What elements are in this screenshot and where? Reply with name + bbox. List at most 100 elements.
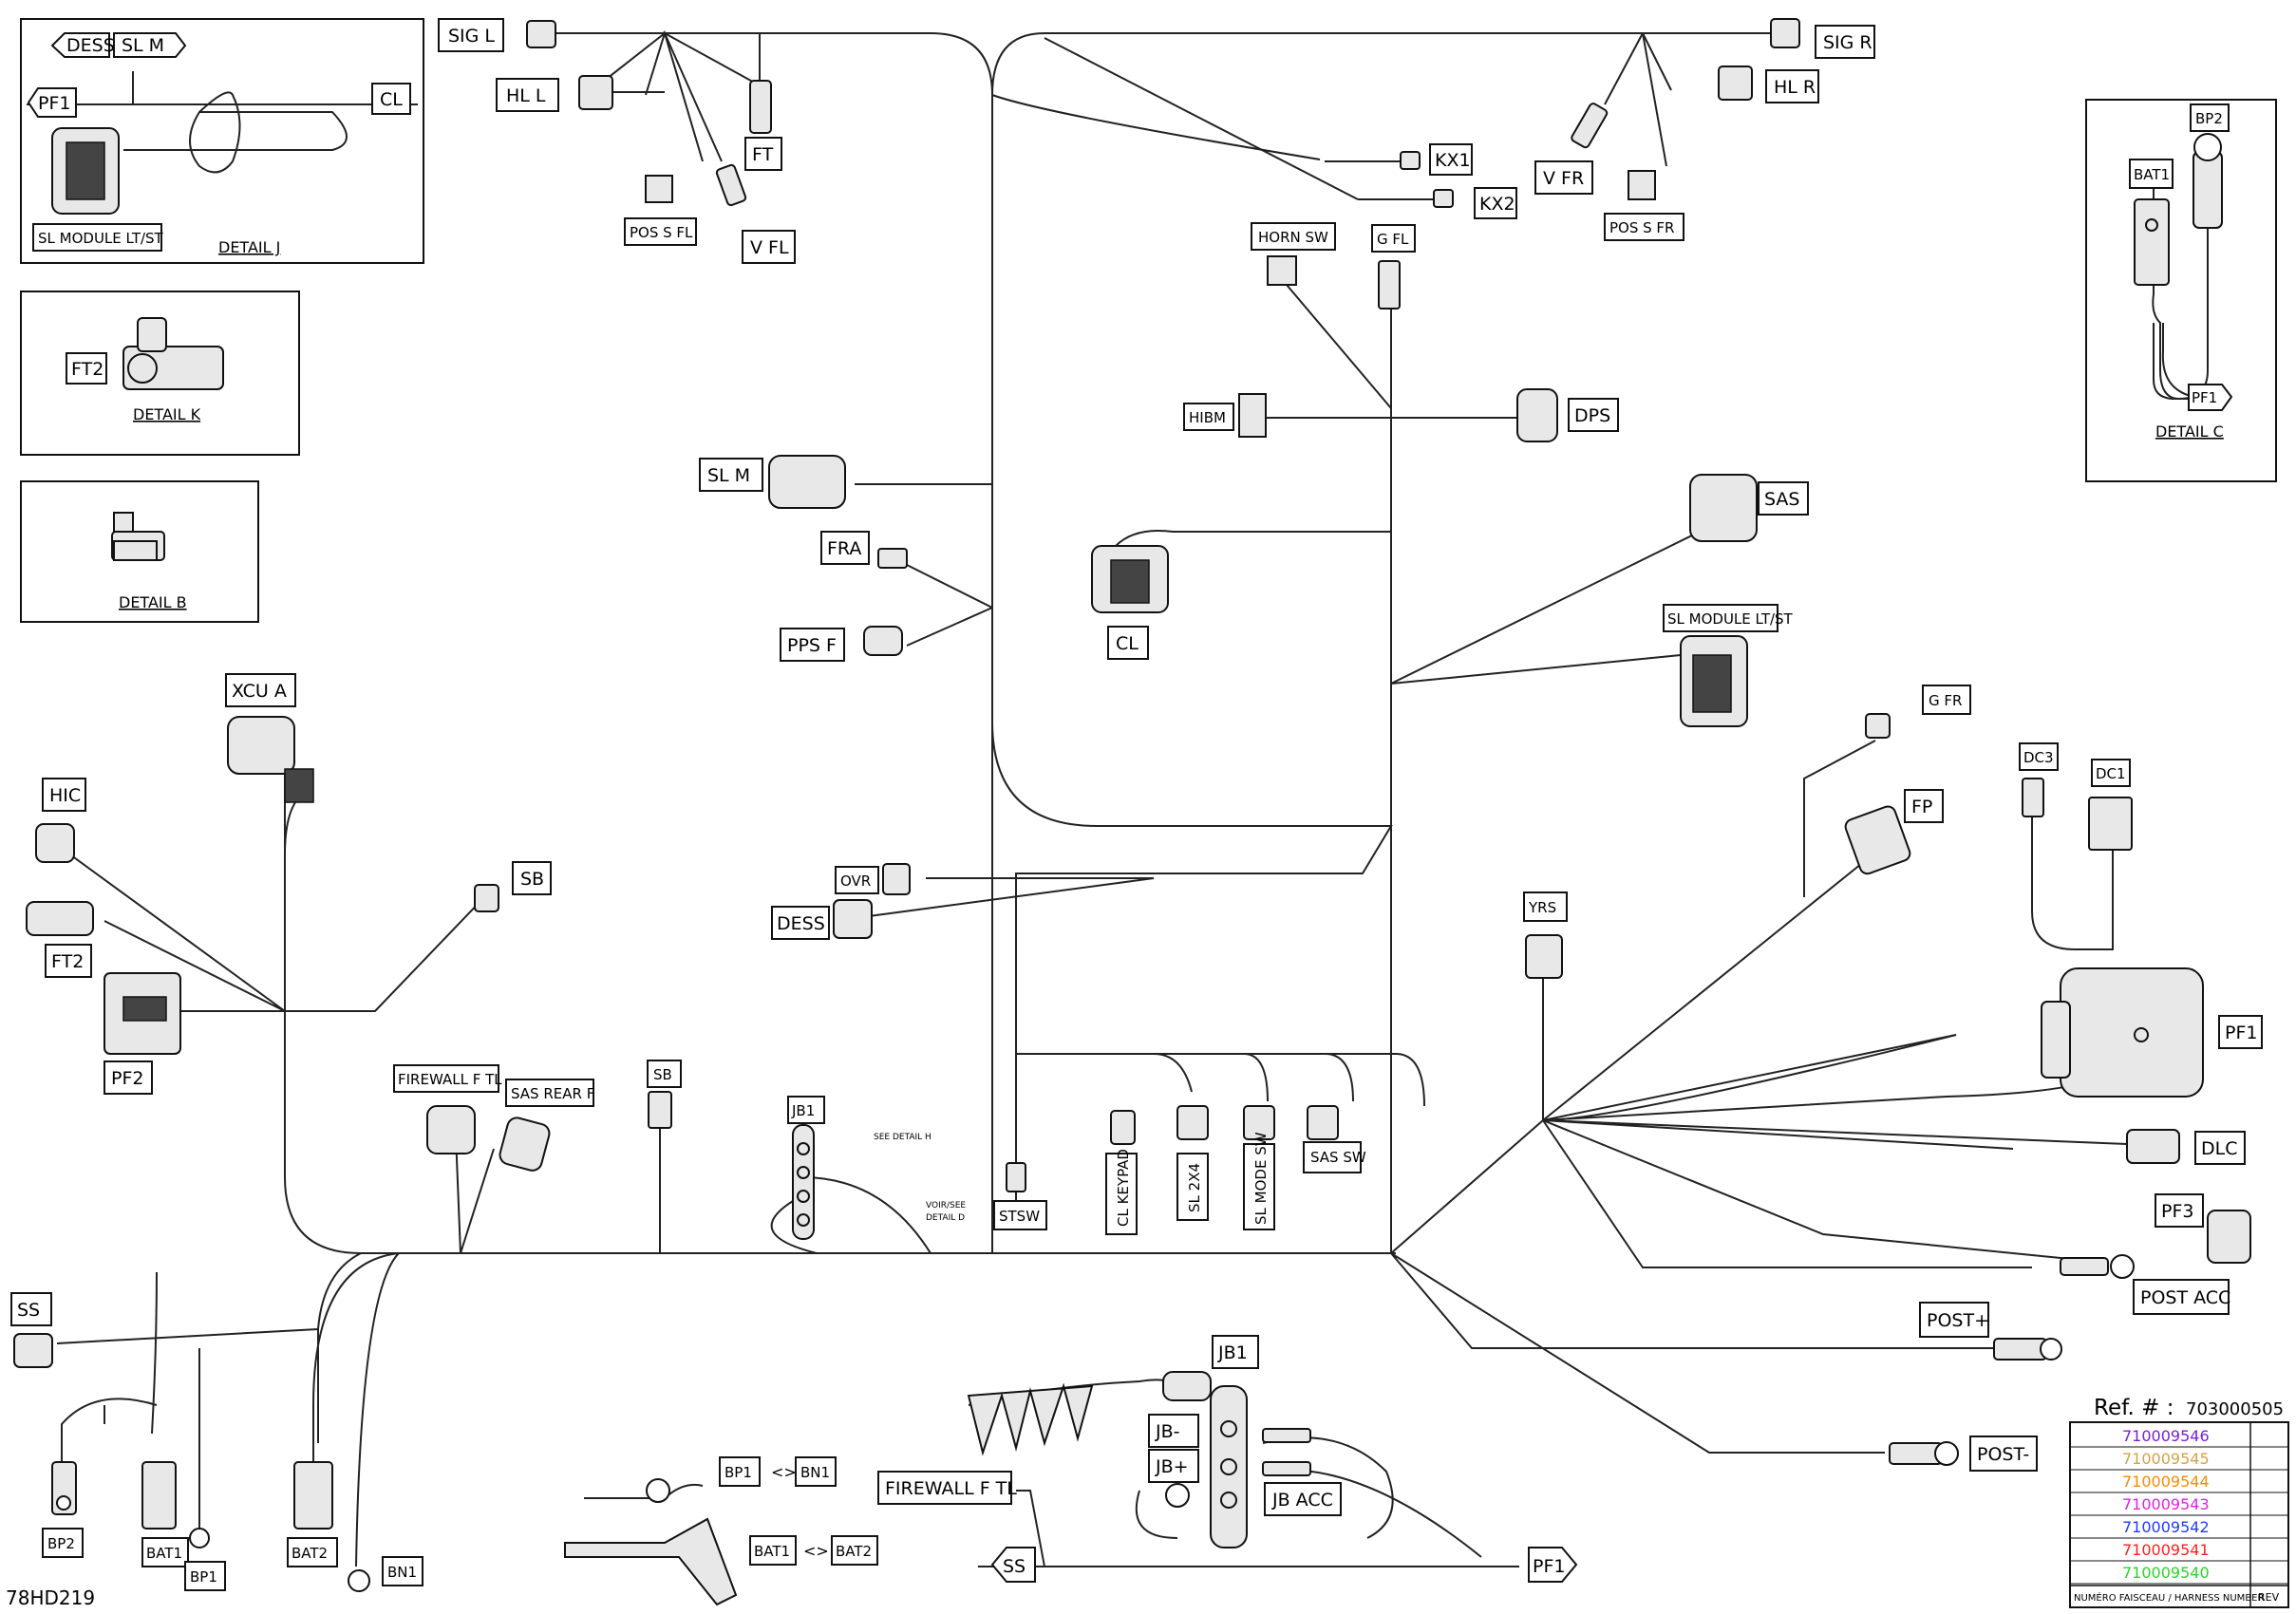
label-sas-rear-f: SAS REAR F [505, 1079, 594, 1107]
label-bp1-swap: BP1 [719, 1456, 761, 1487]
sl-2x4-connector-icon [1176, 1105, 1209, 1140]
label-jb1: JB1 [787, 1096, 825, 1124]
label-dc3: DC3 [2019, 742, 2059, 771]
label-ss: SS [10, 1292, 52, 1326]
pf1-connector-main-icon [2041, 967, 2204, 1098]
label-sl-m: SL M [113, 32, 187, 58]
label-bp1: BP1 [184, 1561, 226, 1591]
label-bp2-detail: BP2 [2190, 103, 2230, 132]
svg-text:CL: CL [1116, 633, 1139, 654]
sb-lower-connector-icon [648, 1091, 672, 1129]
ref-row-code: 710009543 [2122, 1495, 2210, 1513]
svg-text:JB1: JB1 [1217, 1342, 1248, 1363]
pf2-connector-icon [104, 972, 181, 1055]
svg-text:PF2: PF2 [111, 1068, 143, 1089]
label-sl-module-detail: SL MODULE LT/ST [32, 223, 164, 252]
svg-text:SIG R: SIG R [1823, 32, 1873, 53]
detail-j-panel: DESS SL M PF1 CL SL MODULE LT/ST DETAIL … [20, 18, 424, 264]
label-pf1-detail: PF1 [27, 87, 77, 118]
post-minus-terminal-icon [1889, 1441, 1959, 1466]
svg-text:POST ACC: POST ACC [2140, 1287, 2230, 1308]
svg-text:DPS: DPS [1574, 405, 1610, 426]
label-bat1-swap: BAT1 [749, 1535, 797, 1566]
svg-text:PF1: PF1 [1533, 1556, 1565, 1577]
bp1-ring-icon [646, 1478, 670, 1503]
label-g-fr: G FR [1922, 685, 1971, 715]
jb-acc-ring-icon [1165, 1483, 1190, 1508]
sl-module-connector-main-icon [1680, 635, 1748, 727]
ref-row-code: 710009542 [2122, 1518, 2210, 1536]
svg-text:CL KEYPAD: CL KEYPAD [1115, 1149, 1132, 1227]
svg-text:KX1: KX1 [1435, 150, 1471, 171]
sig-l-connector-icon [526, 20, 556, 48]
label-xcu-a: XCU A [225, 673, 296, 707]
svg-text:FRA: FRA [827, 538, 861, 559]
svg-text:BAT1: BAT1 [146, 1545, 182, 1562]
detail-b-connector-icon [111, 512, 165, 561]
svg-text:DESS: DESS [777, 913, 825, 934]
pos-s-fr-connector-icon [1628, 170, 1656, 200]
bat1-terminal-icon [2134, 198, 2170, 286]
svg-text:FT: FT [752, 144, 774, 165]
svg-text:G FL: G FL [1377, 231, 1409, 248]
svg-text:PF1: PF1 [38, 93, 70, 114]
post-acc-terminal-icon [2060, 1254, 2135, 1279]
svg-text:SL MODULE LT/ST: SL MODULE LT/ST [1667, 610, 1794, 628]
bat2-terminal-main-icon [293, 1461, 333, 1530]
label-firewall-f-tl-bottom: FIREWALL F TL [877, 1471, 1017, 1505]
ref-title: Ref. # : [2094, 1396, 2174, 1420]
dc3-connector-icon [2022, 778, 2044, 817]
label-sas-sw: SAS SW [1303, 1141, 1366, 1173]
svg-text:FIREWALL F TL: FIREWALL F TL [885, 1478, 1017, 1499]
svg-text:KX2: KX2 [1479, 194, 1515, 215]
label-hibm: HIBM [1183, 403, 1234, 431]
dc1-connector-icon [2088, 797, 2133, 851]
label-bat2: BAT2 [287, 1537, 338, 1567]
label-pf1-detail-c: PF1 [2188, 384, 2233, 411]
svg-text:DC3: DC3 [2023, 749, 2054, 766]
harness-wires [56, 29, 2128, 1567]
label-pf1: PF1 [2218, 1015, 2263, 1049]
svg-text:BAT2: BAT2 [292, 1545, 328, 1562]
ss-connector-icon [13, 1333, 53, 1368]
g-fl-connector-icon [1378, 260, 1401, 310]
detail-j-title: DETAIL J [218, 238, 280, 256]
svg-text:JB1: JB1 [791, 1102, 815, 1119]
label-bat1-detail: BAT1 [2129, 159, 2174, 189]
svg-text:DLC: DLC [2201, 1138, 2237, 1159]
label-cl: CL [1107, 626, 1149, 660]
label-ovr: OVR [835, 866, 879, 894]
label-kx1: KX1 [1429, 143, 1473, 176]
bp1-cable-icon [584, 1483, 704, 1499]
sb-connector-icon [474, 884, 499, 912]
post-plus-terminal-icon [1993, 1338, 2062, 1361]
svg-text:SS: SS [1003, 1556, 1026, 1577]
hl-l-connector-icon [578, 75, 613, 110]
label-bat1: BAT1 [141, 1537, 189, 1567]
pos-s-fl-connector-icon [645, 175, 673, 203]
label-g-fl: G FL [1371, 224, 1416, 253]
hibm-connector-icon [1238, 393, 1267, 438]
label-bat2-swap: BAT2 [831, 1535, 878, 1566]
svg-text:POST+: POST+ [1927, 1310, 1989, 1331]
jb-minus-terminal-icon [1262, 1428, 1311, 1443]
sig-r-connector-icon [1770, 18, 1800, 48]
cl-connector-icon [1091, 530, 1174, 613]
label-dc1: DC1 [2091, 759, 2131, 787]
ref-footer-left: NUMÉRO FAISCEAU / HARNESS NUMBER [2074, 1591, 2264, 1604]
firewall-f-tl-connector-icon [426, 1105, 476, 1154]
label-pps-f: PPS F [780, 628, 845, 662]
label-stsw: STSW [993, 1200, 1047, 1230]
connector-labels: SIG L HL L FT POS S FL V FL SIG R HL R V… [10, 18, 2263, 1591]
hic-connector-icon [35, 823, 75, 863]
svg-text:BP2: BP2 [2195, 110, 2223, 127]
label-ft2-detail: FT2 [66, 352, 107, 385]
label-jb-minus: JB- [1148, 1414, 1199, 1448]
label-post-plus: POST+ [1919, 1302, 1989, 1338]
label-pos-s-fl: POS S FL [624, 217, 697, 246]
kx1-connector-icon [1400, 151, 1421, 170]
dlc-connector-icon [2126, 1129, 2180, 1164]
g-fr-connector-icon [1865, 713, 1891, 739]
label-jb-plus: JB+ [1148, 1449, 1199, 1483]
svg-text:BN1: BN1 [800, 1464, 830, 1481]
